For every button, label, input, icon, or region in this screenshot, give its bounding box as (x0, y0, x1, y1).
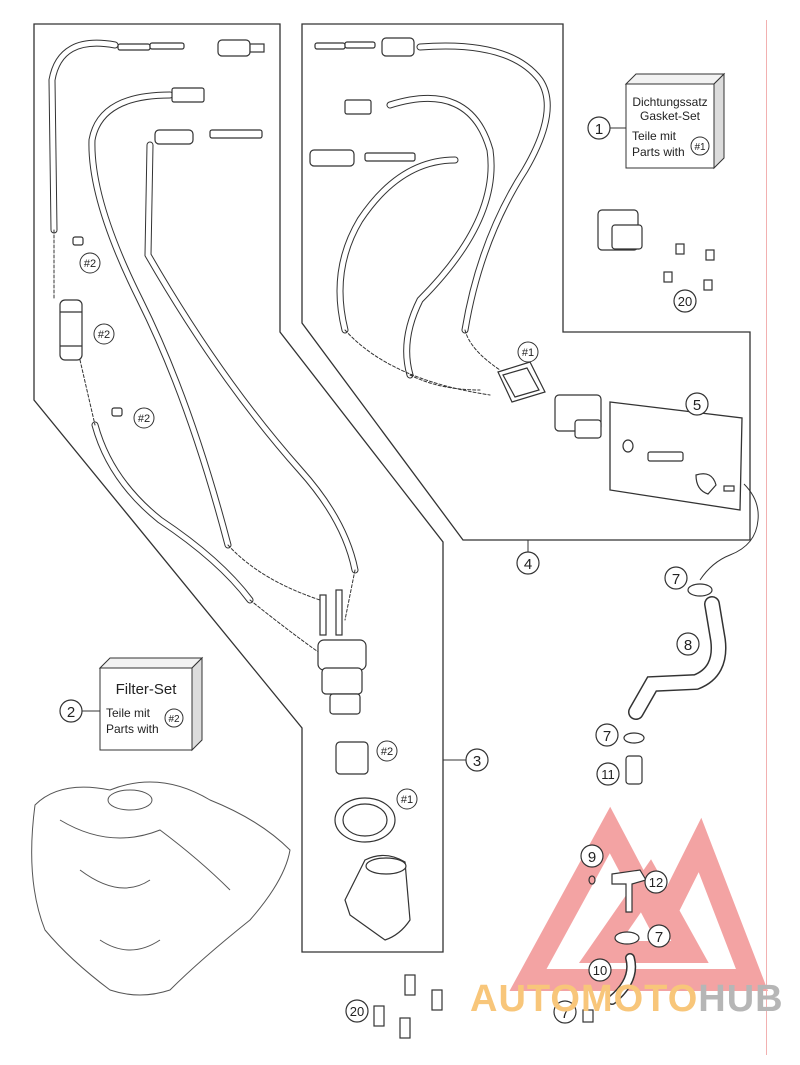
callout-9: 9 (580, 844, 604, 868)
svg-text:7: 7 (561, 1005, 569, 1022)
watermark-logo (509, 806, 769, 991)
filter-box-title: Filter-Set (116, 681, 178, 698)
svg-text:#2: #2 (138, 413, 150, 425)
watermark-text: AUTOMOTOHUB (470, 978, 784, 1021)
left-hoses (48, 39, 359, 661)
ref-2-a: #2 (79, 252, 101, 274)
svg-text:2: 2 (67, 704, 75, 721)
svg-text:7: 7 (603, 728, 611, 745)
hose-assembly-outline (301, 23, 751, 541)
gasket-box-line1: Dichtungssatz (632, 95, 707, 109)
bottom-screws (373, 974, 443, 1039)
callout-20-a: 20 (673, 289, 697, 313)
svg-text:10: 10 (593, 963, 607, 978)
svg-text:#1: #1 (522, 347, 534, 359)
callout-5: 5 (685, 392, 709, 416)
callout-4: 4 (516, 551, 540, 575)
gasket-box-line4: Parts with (632, 145, 685, 159)
svg-text:7: 7 (655, 929, 663, 946)
svg-text:20: 20 (350, 1004, 364, 1019)
ref-2-c: #2 (133, 407, 155, 429)
callout-10: 10 (588, 958, 612, 982)
gasket-box-line2: Gasket-Set (640, 109, 701, 123)
pump-seal-ring (334, 797, 396, 843)
gasket-set-box: Dichtungssatz Gasket-Set Teile mit Parts… (624, 72, 726, 170)
callout-20-b: 20 (345, 999, 369, 1023)
fuel-filter (59, 299, 83, 361)
callout-8: 8 (676, 632, 700, 656)
callout-7-d: 7 (553, 1000, 577, 1024)
fuel-pump (317, 589, 411, 941)
svg-text:#2: #2 (381, 746, 393, 758)
lower-right-parts (582, 583, 727, 1023)
ref-2-d: #2 (376, 740, 398, 762)
svg-text:11: 11 (601, 767, 615, 782)
svg-text:8: 8 (684, 637, 692, 654)
callout-numbers: 1 2 3 4 5 7 7 7 7 8 9 10 11 12 20 20 (59, 116, 709, 1024)
svg-text:4: 4 (524, 556, 532, 573)
callout-7-a: 7 (664, 566, 688, 590)
filter-box-line1: Teile mit (106, 706, 151, 720)
watermark-part2: HUB (698, 978, 784, 1020)
right-fittings (309, 37, 735, 495)
reference-markers: #2 #2 #2 #2 #1 #1 (79, 252, 539, 810)
svg-text:#2: #2 (84, 258, 96, 270)
left-fittings (59, 39, 265, 417)
ref-1-a: #1 (517, 341, 539, 363)
filter-box-line2: Parts with (106, 722, 159, 736)
pump-housing (344, 854, 411, 941)
callout-11: 11 (596, 762, 620, 786)
filter-box-ref: #2 (168, 714, 180, 725)
watermark-part1: AUTOMOTO (470, 978, 699, 1020)
page-margin-line (766, 20, 767, 1055)
callout-12: 12 (644, 870, 668, 894)
svg-text:5: 5 (693, 397, 701, 414)
svg-text:20: 20 (678, 294, 692, 309)
callout-7-b: 7 (595, 723, 619, 747)
callout-7-c: 7 (647, 924, 671, 948)
gasket-set-parts (597, 209, 715, 291)
filter-set-box: Filter-Set Teile mit Parts with #2 (98, 656, 204, 752)
svg-text:1: 1 (595, 121, 603, 138)
svg-text:3: 3 (473, 753, 481, 770)
callout-3: 3 (465, 748, 489, 772)
svg-text:12: 12 (649, 875, 663, 890)
ref-2-b: #2 (93, 323, 115, 345)
right-hoses (336, 42, 551, 396)
pump-assembly-outline (33, 23, 444, 953)
gasket-box-ref: #1 (694, 142, 706, 153)
callout-1: 1 (587, 116, 611, 140)
ref-1-b: #1 (396, 788, 418, 810)
filter-sock (335, 741, 369, 775)
svg-text:#1: #1 (401, 794, 413, 806)
svg-text:#2: #2 (98, 329, 110, 341)
fuel-tank (31, 781, 291, 996)
callout-2: 2 (59, 699, 83, 723)
svg-text:9: 9 (588, 849, 596, 866)
gasket-box-line3: Teile mit (632, 129, 677, 143)
svg-text:7: 7 (672, 571, 680, 588)
